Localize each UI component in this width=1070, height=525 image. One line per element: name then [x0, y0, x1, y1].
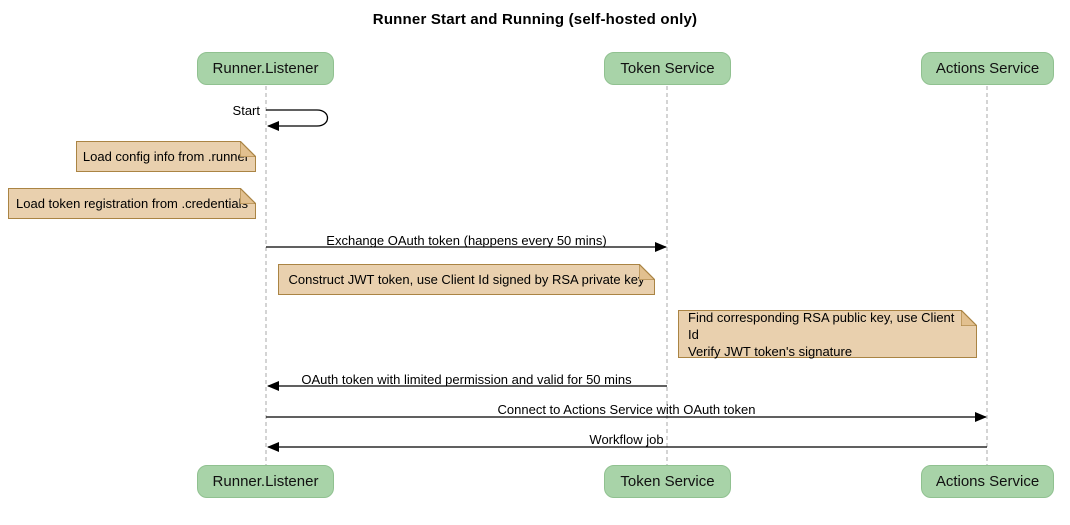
participant-actions-service-top: Actions Service — [921, 52, 1054, 85]
message-label-oauth-return: OAuth token with limited permission and … — [301, 372, 632, 387]
participant-runner-listener-bottom: Runner.Listener — [197, 465, 334, 498]
participant-runner-listener-top: Runner.Listener — [197, 52, 334, 85]
participant-token-service-bottom: Token Service — [604, 465, 731, 498]
participant-token-service-top: Token Service — [604, 52, 731, 85]
note-load-config-text: Load config info from .runner — [82, 148, 250, 164]
message-label-connect-actions: Connect to Actions Service with OAuth to… — [497, 402, 756, 417]
note-verify-jwt-line2: Verify JWT token's signature — [688, 343, 853, 359]
message-label-start: Start — [232, 103, 260, 118]
note-load-config: Load config info from .runner — [76, 141, 256, 172]
message-label-workflow-job: Workflow job — [589, 432, 664, 447]
note-fold-icon — [961, 310, 977, 326]
note-verify-jwt-line1: Find corresponding RSA public key, use C… — [688, 309, 955, 342]
note-verify-jwt: Find corresponding RSA public key, use C… — [678, 309, 977, 359]
note-load-token-registration-text: Load token registration from .credential… — [16, 195, 248, 211]
note-construct-jwt-text: Construct JWT token, use Client Id signe… — [288, 271, 645, 287]
note-construct-jwt: Construct JWT token, use Client Id signe… — [278, 264, 655, 295]
participant-actions-service-bottom: Actions Service — [921, 465, 1054, 498]
note-fold-icon — [240, 188, 256, 204]
note-load-token-registration: Load token registration from .credential… — [8, 188, 256, 219]
note-fold-icon — [240, 141, 256, 157]
note-fold-icon — [639, 264, 655, 280]
arrow-start-self-loop — [266, 109, 329, 131]
diagram-title: Runner Start and Running (self-hosted on… — [372, 11, 698, 28]
message-label-exchange-oauth: Exchange OAuth token (happens every 50 m… — [326, 233, 607, 248]
